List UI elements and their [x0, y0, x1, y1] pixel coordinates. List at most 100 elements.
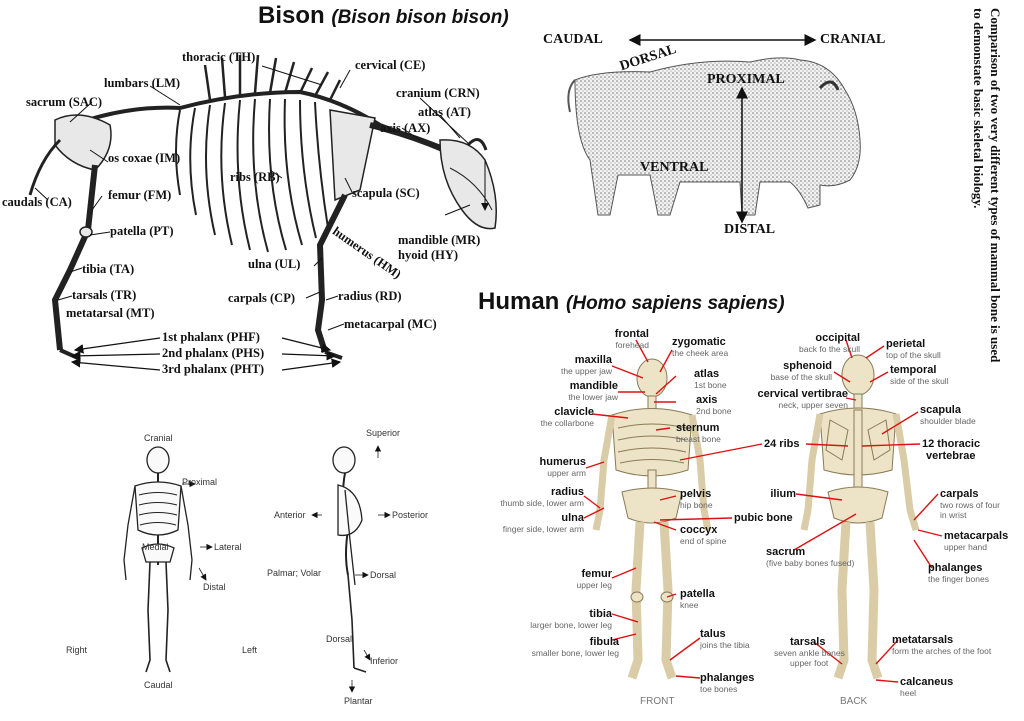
bone-carpals-desc2: in wrist	[940, 510, 967, 520]
bone-humerus-desc: upper arm	[547, 468, 586, 478]
bone-metacarpals-desc: upper hand	[944, 542, 988, 552]
anatomical-front-arrows	[182, 480, 213, 581]
bone-thoracic-name: 12 thoracic	[922, 438, 981, 450]
label-inferior: Inferior	[370, 656, 399, 666]
bone-pubic: pubic bone	[734, 512, 793, 524]
bison-title: Bison (Bison bison bison)	[258, 2, 509, 30]
bone-ulna-name: ulna	[561, 512, 584, 524]
bone-patella-desc: knee	[680, 600, 699, 610]
label-lateral: Lateral	[214, 542, 242, 552]
bison-label-cervical: cervical (CE)	[355, 58, 426, 72]
bone-perietal-desc: top of the skull	[886, 350, 941, 360]
bison-label-sacrum: sacrum (SAC)	[26, 95, 103, 109]
bone-pubic-name: pubic bone	[734, 512, 793, 524]
bison-silhouette	[567, 57, 861, 216]
direction-cranial: CRANIAL	[820, 32, 886, 47]
bone-metatarsals-name: metatarsals	[892, 634, 954, 646]
bison-label-carpals: carpals (CP)	[228, 291, 295, 305]
bison-label-phalanx2: 2nd phalanx (PHS)	[162, 346, 265, 360]
bone-fibula-desc: smaller bone, lower leg	[531, 648, 619, 658]
label-palmar: Palmar; Volar	[267, 568, 322, 578]
bone-femur-desc: upper leg	[576, 580, 612, 590]
bone-sacrum-name: sacrum	[766, 546, 806, 558]
bone-pelvis-name: pelvis	[680, 488, 712, 500]
bone-sternum-desc: breast bone	[676, 434, 721, 444]
bison-label-caudals: caudals (CA)	[2, 195, 72, 209]
bison-label-mandible: mandible (MR)	[398, 233, 481, 247]
label-dorsal-upper: Dorsal	[370, 570, 397, 580]
bone-mandible-desc: the lower jaw	[568, 392, 618, 402]
bone-phalanges-back-name: phalanges	[928, 562, 983, 574]
bone-axis-desc: 2nd bone	[696, 406, 732, 416]
bone-sphenoid-desc: base of the skull	[770, 372, 832, 382]
bone-clavicle-name: clavicle	[554, 406, 594, 418]
bone-phalanges-front-desc: toe bones	[700, 684, 738, 694]
comparison-note-line2: to demonstate basic skeletal biology.	[971, 8, 986, 209]
bone-cervical-desc: neck, upper seven	[778, 400, 848, 410]
bone-humerus-name: humerus	[539, 456, 586, 468]
label-dorsal-lower: Dorsal	[326, 634, 353, 644]
bison-label-radius: radius (RD)	[338, 289, 402, 303]
bone-coccyx-name: coccyx	[680, 524, 718, 536]
label-distal: Distal	[203, 582, 226, 592]
label-superior: Superior	[366, 428, 401, 438]
label-caudal: Caudal	[144, 680, 173, 690]
human-leader-lines	[583, 339, 943, 683]
bone-occipital-name: occipital	[815, 332, 860, 344]
bone-metacarpals-name: metacarpals	[944, 530, 1009, 542]
bone-pelvis-desc: hip bone	[680, 500, 713, 510]
bone-atlas-desc: 1st bone	[694, 380, 727, 390]
bison-label-femur: femur (FM)	[108, 188, 172, 202]
bison-skeleton	[28, 54, 497, 360]
bison-label-thoracic: thoracic (TH)	[182, 50, 256, 64]
bison-label-axis: axis (AX)	[380, 121, 431, 135]
bison-label-phalanx1: 1st phalanx (PHF)	[162, 330, 260, 344]
bison-title-text: Bison	[258, 2, 325, 29]
bone-maxilla-desc: the upper jaw	[560, 366, 612, 376]
bison-label-metacarpal: metacarpal (MC)	[344, 317, 437, 331]
bison-label-scapula: scapula (SC)	[352, 186, 420, 200]
bone-radius-name: radius	[550, 486, 584, 498]
bone-temporal-name: temporal	[890, 364, 937, 376]
human-title: Human (Homo sapiens sapiens)	[478, 288, 785, 316]
front-caption: FRONT	[640, 696, 675, 707]
bone-carpals-name: carpals	[940, 488, 979, 500]
bone-tibia-desc: larger bone, lower leg	[530, 620, 612, 630]
bone-temporal-desc: side of the skull	[890, 376, 949, 386]
bone-perietal-name: perietal	[886, 338, 926, 350]
bone-zygomatic-name: zygomatic	[672, 336, 726, 348]
bone-cervical-name: cervical vertibrae	[757, 388, 848, 400]
label-right: Right	[66, 645, 88, 655]
bone-phalanges-front-name: phalanges	[700, 672, 755, 684]
label-medial: Medial	[142, 542, 169, 552]
label-cranial: Cranial	[144, 433, 173, 443]
bone-talus-name: talus	[700, 628, 726, 640]
bone-tibia-name: tibia	[589, 608, 612, 620]
bone-metatarsals-desc: form the arches of the foot	[892, 646, 992, 656]
bone-calcaneus-desc: heel	[900, 688, 917, 698]
bone-sacrum: sacrum(five baby bones fused)	[766, 546, 854, 568]
human-species: (Homo sapiens sapiens)	[566, 293, 785, 314]
bison-label-ribs: ribs (RB)	[230, 170, 280, 184]
bone-phalanges-back-desc: the finger bones	[928, 574, 989, 584]
bone-sternum-name: sternum	[676, 422, 720, 434]
label-anterior: Anterior	[274, 510, 306, 520]
bone-axis-name: axis	[696, 394, 718, 406]
direction-proximal: PROXIMAL	[707, 72, 785, 87]
bone-patella-name: patella	[680, 588, 715, 600]
